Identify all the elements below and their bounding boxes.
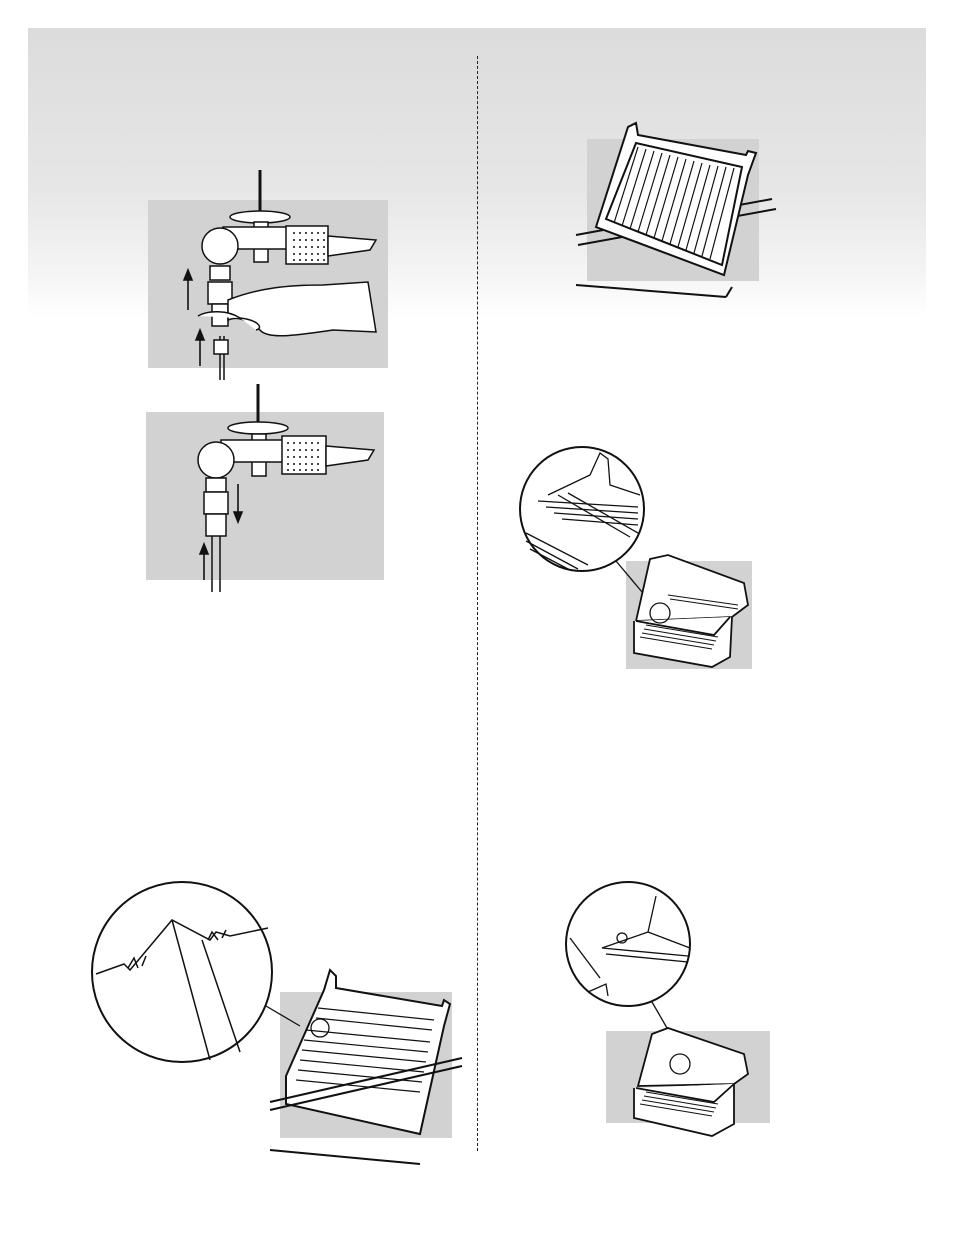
grill-electrode-detail-figure xyxy=(562,878,782,1153)
cooking-grate-detail-icon xyxy=(518,445,758,675)
grill-firebox-flavorizer-bars-figure xyxy=(576,115,776,305)
electrode-detail-icon xyxy=(562,878,782,1153)
firebox-bars-icon xyxy=(576,115,776,305)
gas-valve-regulator-hand-icon xyxy=(148,170,388,380)
heat-deflector-detail-icon xyxy=(90,880,470,1170)
valve-regulator-connect-figure xyxy=(146,380,386,592)
grill-cooking-grate-detail-figure xyxy=(518,445,758,675)
valve-regulator-disconnect-figure xyxy=(148,170,388,380)
grill-heat-deflector-detail-figure xyxy=(90,880,470,1170)
gas-valve-regulator-arrows-icon xyxy=(146,380,386,592)
column-divider xyxy=(477,56,478,1151)
